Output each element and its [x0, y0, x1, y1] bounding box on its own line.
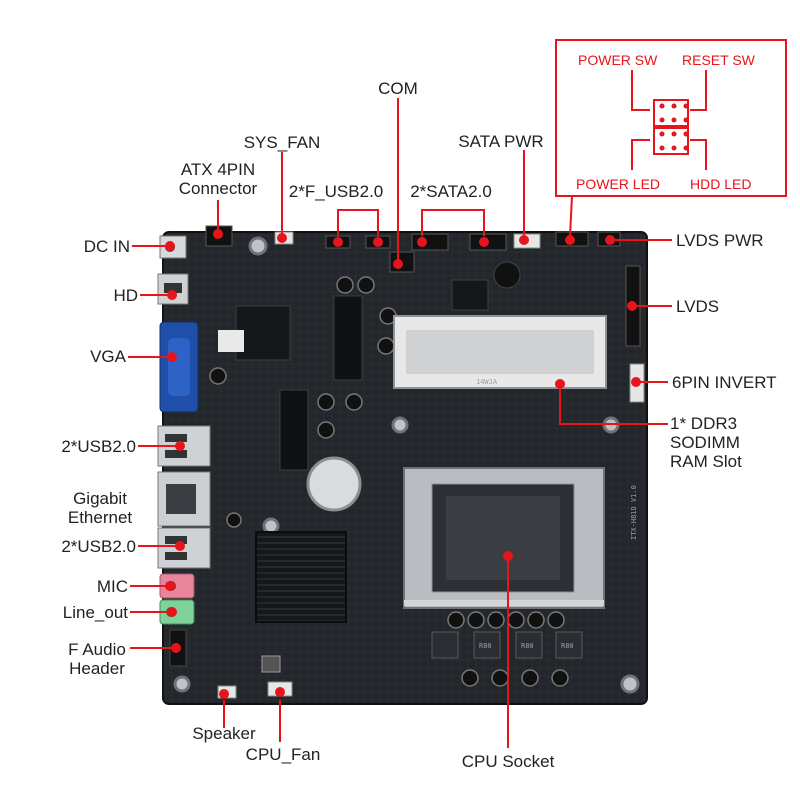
- label-ethernet: Gigabit Ethernet: [50, 489, 150, 527]
- m2-slot-1: [333, 295, 363, 381]
- label-cpu-fan: CPU_Fan: [245, 745, 321, 764]
- label-hd: HD: [113, 286, 138, 305]
- label-atx-line-2: Connector: [178, 179, 258, 198]
- pin-block-lower: [653, 127, 689, 155]
- label-vga: VGA: [90, 347, 126, 366]
- label-ddr3-sodimm: 1* DDR3 SODIMM RAM Slot: [670, 414, 742, 471]
- label-f-usb: 2*F_USB2.0: [288, 182, 384, 201]
- cmos-battery: [306, 456, 362, 512]
- label-sys-fan: SYS_FAN: [243, 133, 321, 152]
- pin-block-upper: [653, 99, 689, 127]
- buzzer: [493, 261, 521, 289]
- chipset-heatsink: [255, 531, 347, 623]
- label-ethernet-line-2: Ethernet: [67, 508, 133, 527]
- leader-lines: [128, 98, 672, 748]
- label-com: COM: [378, 79, 418, 98]
- choke-mark: R80: [561, 642, 574, 650]
- vrm-chokes: [431, 631, 583, 659]
- label-power-led: POWER LED: [576, 176, 661, 192]
- label-usb-top: 2*USB2.0: [61, 437, 136, 456]
- board-model-mark: ITX-H81D V1.0: [630, 485, 638, 540]
- label-f-audio-line-2: Header: [69, 659, 125, 678]
- label-power-sw: POWER SW: [578, 52, 658, 68]
- label-atx-4pin: ATX 4PIN Connector: [160, 160, 276, 198]
- choke-mark: R80: [479, 642, 492, 650]
- chip: [235, 305, 291, 361]
- panel-leader-lines: [569, 70, 707, 237]
- qr-label: [218, 330, 244, 352]
- label-speaker: Speaker: [192, 724, 256, 743]
- label-atx-line-1: ATX 4PIN: [180, 160, 256, 179]
- label-reset-sw: RESET SW: [682, 52, 755, 68]
- label-lvds: LVDS: [676, 297, 720, 316]
- label-lvds-pwr: LVDS PWR: [676, 231, 764, 250]
- label-usb-bottom: 2*USB2.0: [61, 537, 136, 556]
- label-sata-pwr: SATA PWR: [458, 132, 544, 151]
- ram-slot-mark: 14WJA: [476, 378, 498, 386]
- leader-dots: [165, 229, 641, 699]
- label-sata: 2*SATA2.0: [410, 182, 492, 201]
- capacitors: [209, 276, 569, 687]
- header-pins: [659, 103, 689, 151]
- label-invert: 6PIN INVERT: [672, 373, 777, 392]
- label-ddr-line-1: 1* DDR3: [670, 414, 738, 433]
- label-mic: MIC: [96, 577, 128, 596]
- small-connector: [261, 655, 281, 673]
- label-line-out: Line_out: [62, 603, 128, 622]
- choke-mark: R80: [521, 642, 534, 650]
- chip: [451, 279, 489, 311]
- label-dc-in: DC IN: [83, 237, 130, 256]
- label-hdd-led: HDD LED: [690, 176, 752, 192]
- label-ddr-line-2: SODIMM: [670, 433, 740, 452]
- label-ethernet-line-1: Gigabit: [73, 489, 127, 508]
- front-panel-inset: [555, 39, 787, 197]
- label-ddr-line-3: RAM Slot: [670, 452, 742, 471]
- m2-slot-2: [279, 389, 309, 471]
- label-f-audio-header: F Audio Header: [52, 640, 142, 678]
- label-cpu-socket: CPU Socket: [461, 752, 555, 771]
- label-f-audio-line-1: F Audio: [68, 640, 126, 659]
